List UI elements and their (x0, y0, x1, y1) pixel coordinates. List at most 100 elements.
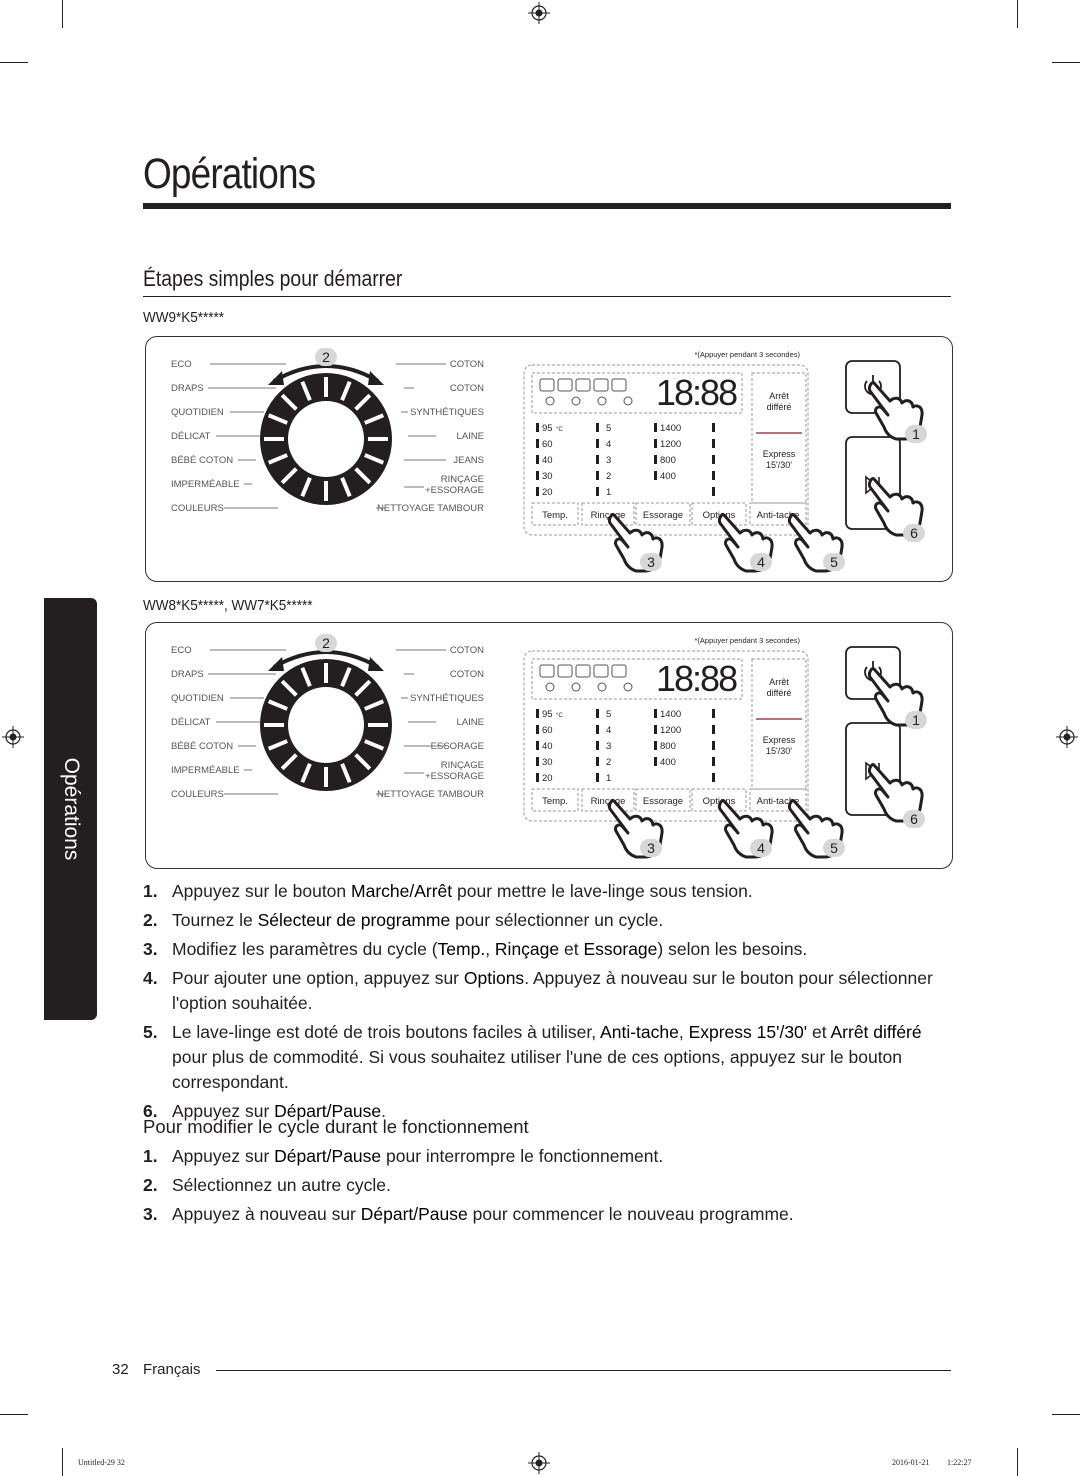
step-keyword: Essorage (583, 939, 658, 959)
panel-button-label: Anti-tache (757, 796, 800, 807)
step-text: et (559, 939, 584, 959)
level-bar (712, 423, 715, 432)
display-frame (523, 650, 809, 822)
status-icon (593, 664, 609, 678)
step-text: Modifiez les paramètres du cycle ( (172, 939, 438, 959)
step-number: 1. (143, 1146, 158, 1166)
level-bar (536, 709, 539, 718)
print-date: 2016-01-21 (892, 1458, 930, 1467)
callout-number: 1 (912, 712, 920, 728)
level-bar (712, 757, 715, 766)
program-label-left: QUOTIDIEN (171, 693, 224, 704)
program-label-right: LAINE (457, 717, 484, 728)
step-text: Appuyez sur (172, 1146, 275, 1166)
panel-button-label: Anti-tache (757, 510, 800, 521)
program-label-left: QUOTIDIEN (171, 407, 224, 418)
panel-button (635, 502, 691, 526)
step-keyword: Départ/Pause (274, 1146, 382, 1166)
program-label-right: NETTOYAGE TAMBOUR (377, 503, 484, 514)
rinse-value: 4 (606, 439, 611, 450)
status-icon (623, 682, 633, 692)
panel-button (581, 502, 635, 526)
step-number: 2. (143, 1175, 158, 1195)
callout-badge (750, 553, 772, 571)
callout-number: 4 (757, 840, 765, 856)
callout-number: 2 (322, 349, 330, 365)
step-text: Sélectionnez un autre cycle. (172, 1175, 391, 1195)
registration-mark-icon (528, 2, 550, 24)
rinse-value: 1 (606, 487, 611, 498)
program-label-right: NETTOYAGE TAMBOUR (377, 789, 484, 800)
temp-value: 40 (542, 455, 553, 466)
level-bar (596, 423, 599, 432)
step-keyword: Anti-tache (600, 1022, 679, 1042)
rinse-value: 2 (606, 757, 611, 768)
program-label-left: ECO (171, 645, 192, 656)
level-bar (712, 773, 715, 782)
knob-tick (340, 763, 352, 784)
level-bar (654, 423, 657, 432)
knob-tick (267, 453, 288, 465)
temp-value: 20 (542, 487, 553, 498)
callout-number: 6 (910, 525, 918, 541)
spin-value: 400 (660, 471, 676, 482)
knob-tick (300, 666, 312, 687)
display-window (531, 658, 743, 700)
program-label-right: LAINE (457, 431, 484, 442)
step-text: et (807, 1022, 831, 1042)
step-text: ) selon les besoins. (657, 939, 808, 959)
program-label-right: COTON (450, 359, 484, 370)
crop-mark (62, 1448, 63, 1476)
status-icon (593, 378, 609, 392)
step-keyword: Rinçage (494, 939, 560, 959)
level-bar (596, 439, 599, 448)
panel-button-label: Essorage (643, 796, 683, 807)
knob-tick (340, 666, 352, 687)
model-label: WW8*K5*****, WW7*K5***** (143, 597, 313, 614)
program-label-left: IMPERMÉABLE (171, 479, 240, 490)
sub-section-title: Pour modifier le cycle durant le fonctio… (143, 1116, 529, 1137)
step-text: pour plus de commodité. Si vous souhaite… (172, 1047, 903, 1092)
program-label-left: ECO (171, 359, 192, 370)
arret-label: différé (767, 688, 792, 698)
step-number: 3. (143, 1204, 158, 1224)
level-bar (654, 757, 657, 766)
level-bar (712, 487, 715, 496)
knob-tick (340, 477, 352, 498)
level-bar (536, 439, 539, 448)
status-icon (571, 396, 581, 406)
spin-value: 1400 (660, 423, 681, 434)
callout-badge (315, 634, 337, 652)
step-item: 2.Tournez le Sélecteur de programme pour… (143, 908, 958, 933)
program-label-right: +ESSORAGE (425, 771, 484, 782)
step-text: pour interrompre le fonctionnement. (381, 1146, 664, 1166)
hold-note: *(Appuyer pendant 3 secondes) (695, 350, 801, 359)
program-label-right: RINÇAGE (441, 474, 484, 485)
crop-mark (62, 0, 63, 28)
status-icon (557, 378, 573, 392)
knob-tick (267, 413, 288, 425)
callout-number: 3 (647, 840, 655, 856)
step-text: , (678, 1022, 689, 1042)
spin-value: 800 (660, 741, 676, 752)
step-keyword: Sélecteur de programme (257, 910, 451, 930)
knob-tick (354, 753, 372, 771)
digital-display: 18:88 (656, 658, 737, 699)
step-text: . Appuyez à nouveau sur le bouton pour s… (172, 968, 933, 1013)
panel-button (749, 502, 807, 526)
spin-value: 1200 (660, 439, 681, 450)
level-bar (712, 471, 715, 480)
callout-badge (903, 810, 925, 828)
step-keyword: Arrêt différé (830, 1022, 922, 1042)
callout-number: 5 (830, 840, 838, 856)
level-bar (654, 471, 657, 480)
status-icon (597, 682, 607, 692)
program-label-left: BÉBÉ COTON (171, 455, 233, 466)
digital-display: 18:88 (656, 372, 737, 413)
panel-button (691, 788, 747, 812)
level-bar (536, 487, 539, 496)
status-icon (575, 378, 591, 392)
callout-badge (315, 348, 337, 366)
